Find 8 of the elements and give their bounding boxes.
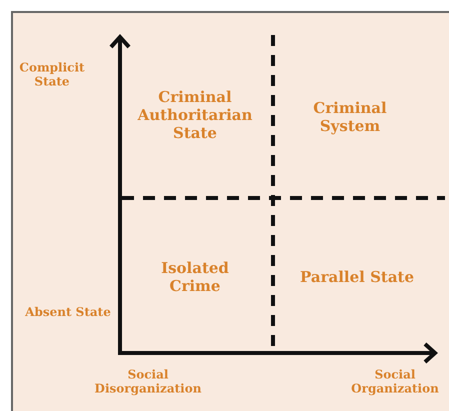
axis-label: Social Disorganization bbox=[94, 368, 202, 396]
quadrant-label: Isolated Crime bbox=[160, 259, 230, 295]
quadrant-label: Criminal System bbox=[312, 99, 388, 135]
axis-label: Complicit State bbox=[18, 60, 86, 90]
axis-label: Absent State bbox=[24, 304, 112, 320]
quadrant-label: Criminal Authoritarian State bbox=[136, 88, 254, 142]
quadrant-label: Parallel State bbox=[298, 268, 416, 286]
axis-label: Social Organization bbox=[350, 368, 440, 396]
